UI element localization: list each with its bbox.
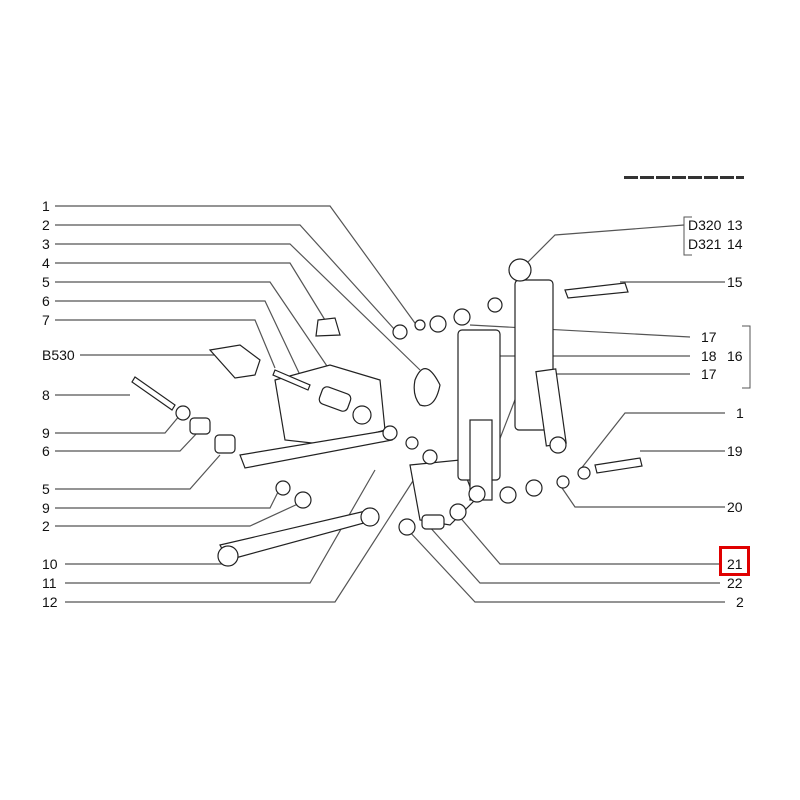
callout-15: 15 [727, 274, 743, 290]
callout-b530: B530 [42, 347, 75, 363]
callout-9: 9 [42, 425, 50, 441]
callout-14: 14 [727, 236, 743, 252]
bolt-7 [272, 369, 311, 391]
callout-1-right: 1 [736, 405, 744, 421]
callout-10: 10 [42, 556, 58, 572]
callout-20: 20 [727, 499, 743, 515]
callout-2: 2 [42, 217, 50, 233]
callout-11: 11 [42, 575, 57, 591]
leader-lines [55, 205, 725, 603]
callout-12: 12 [42, 594, 58, 610]
bracket-b530 [208, 344, 261, 379]
parts [131, 258, 643, 567]
stud-15 [564, 282, 629, 299]
callout-5: 5 [42, 274, 50, 290]
callout-3: 3 [42, 236, 50, 252]
callout-2b: 2 [42, 518, 50, 534]
bolt-19 [594, 457, 643, 474]
highlight-box-21 [719, 546, 750, 576]
callout-d321: D321 [688, 236, 722, 252]
trailing-arm [219, 509, 376, 561]
callout-17b: 17 [701, 366, 717, 382]
callout-6b: 6 [42, 443, 50, 459]
callout-13: 13 [727, 217, 743, 233]
callout-8: 8 [42, 387, 50, 403]
callout-17a: 17 [701, 329, 717, 345]
callout-d320: D320 [688, 217, 722, 233]
callout-21: 21 [727, 556, 743, 572]
callout-9b: 9 [42, 500, 50, 516]
callout-6: 6 [42, 293, 50, 309]
callout-16: 16 [727, 348, 743, 364]
callout-7: 7 [42, 312, 50, 328]
brackets [683, 216, 751, 389]
callout-2-right: 2 [736, 594, 744, 610]
callout-18: 18 [701, 348, 717, 364]
header-illegible-text [624, 176, 744, 179]
callout-19: 19 [727, 443, 743, 459]
callout-4: 4 [42, 255, 50, 271]
bolt-8 [131, 376, 176, 411]
bump-stop-3 [413, 368, 441, 407]
callout-22: 22 [727, 575, 743, 591]
callout-1: 1 [42, 198, 50, 214]
callout-5b: 5 [42, 481, 50, 497]
bump-stop-4 [315, 317, 341, 337]
